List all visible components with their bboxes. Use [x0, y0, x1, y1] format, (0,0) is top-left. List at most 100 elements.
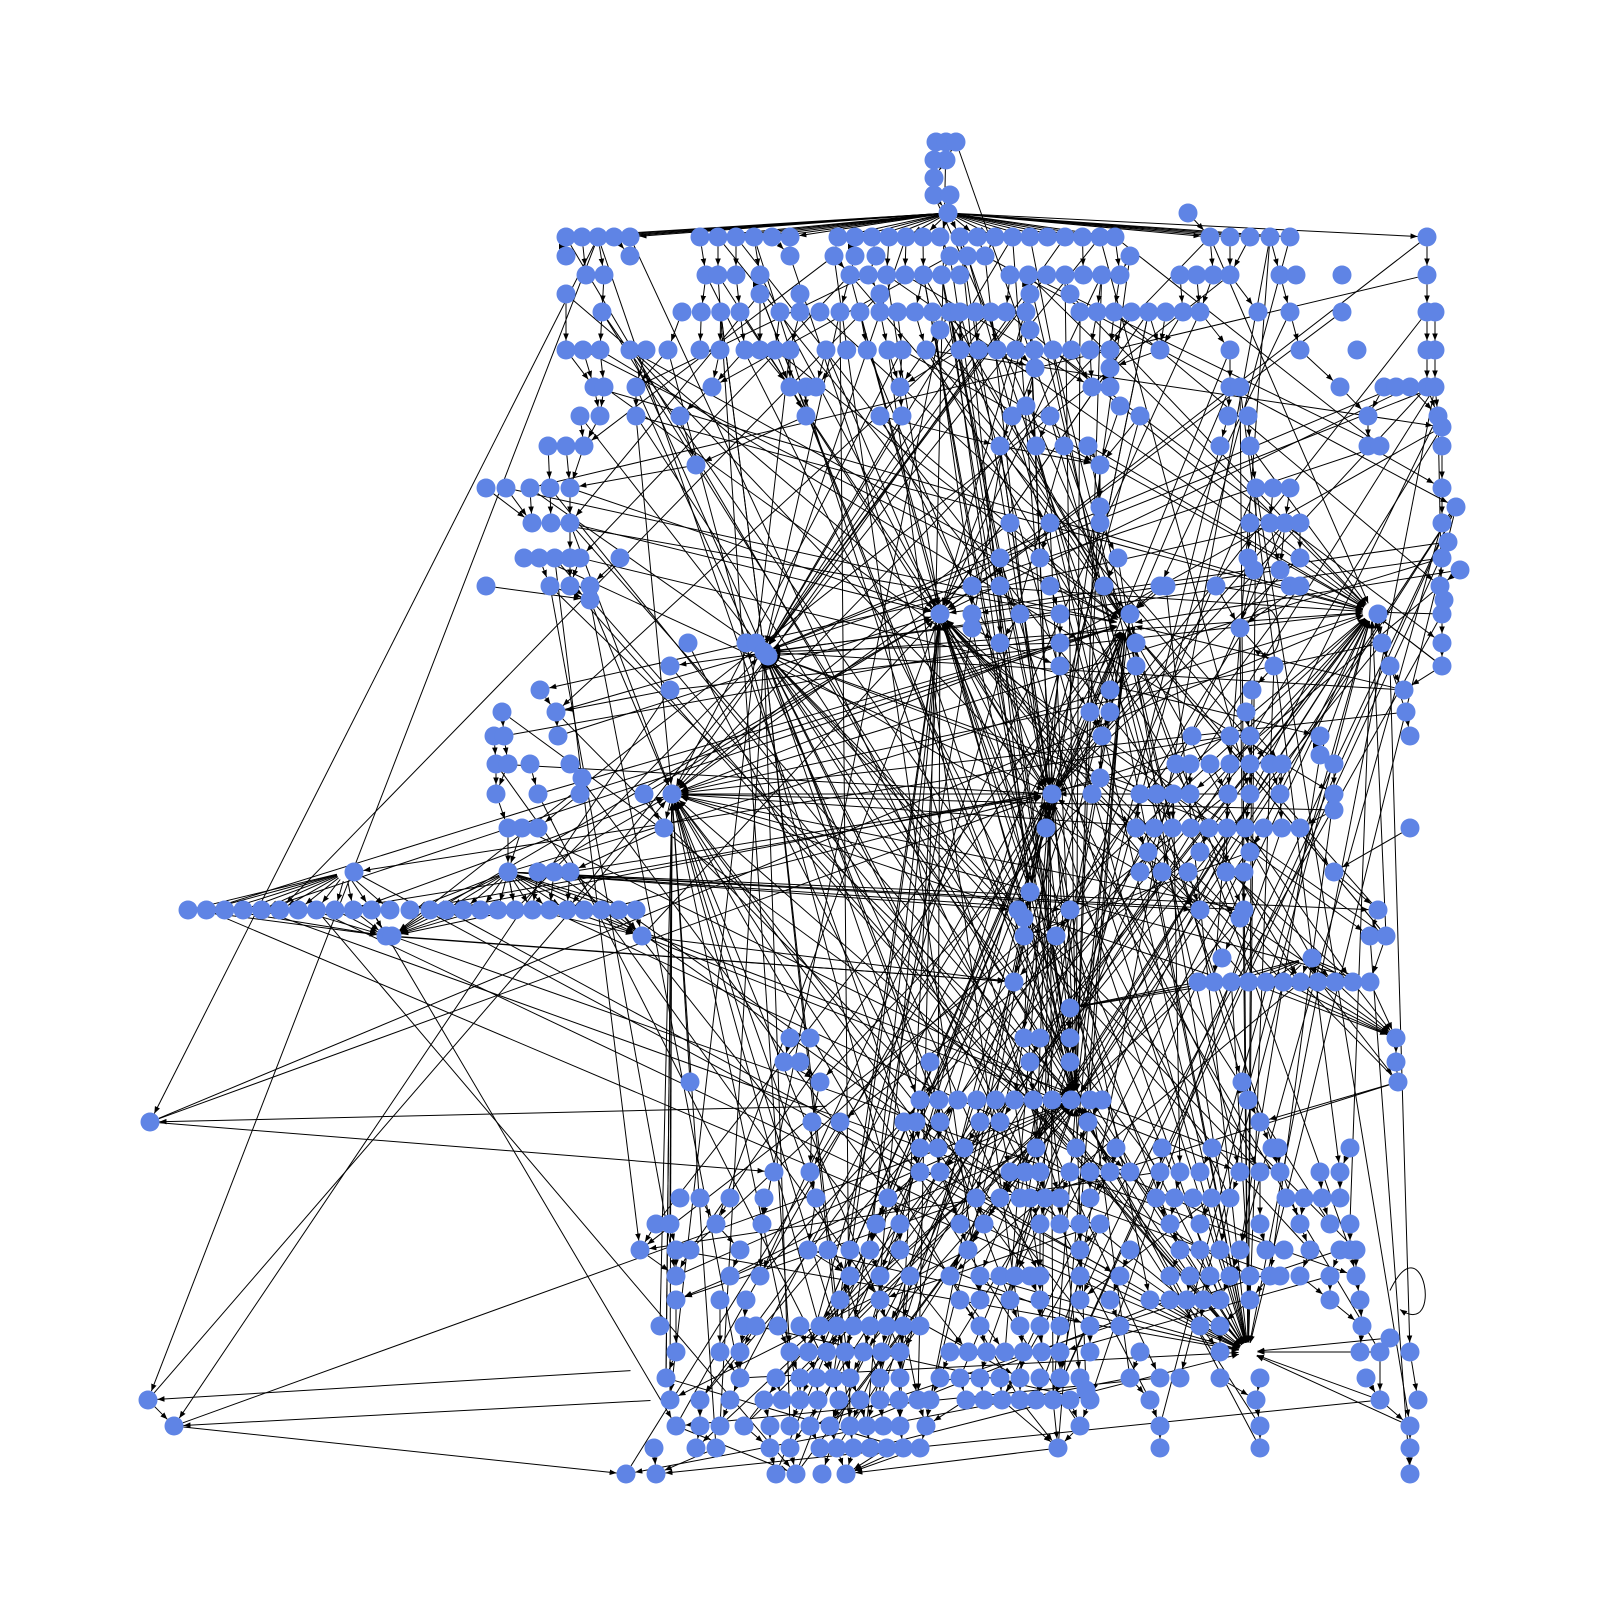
graph-node: [817, 1342, 837, 1362]
graph-node: [1178, 203, 1198, 223]
edge: [1233, 245, 1247, 267]
edge: [1209, 246, 1215, 266]
edge: [575, 300, 755, 517]
edge: [1308, 986, 1389, 1034]
graph-node: [780, 1438, 800, 1458]
graph-node: [969, 340, 989, 360]
graph-node: [544, 862, 564, 882]
graph-node: [806, 1188, 826, 1208]
graph-node: [630, 1240, 650, 1260]
edge: [1245, 634, 1269, 660]
edge: [562, 718, 933, 1094]
graph-node: [1432, 656, 1452, 676]
edge: [740, 321, 746, 341]
edge: [1199, 1309, 1205, 1317]
graph-node: [1100, 1162, 1120, 1182]
edge: [1132, 1360, 1139, 1370]
graph-node: [1010, 604, 1030, 624]
graph-node: [1090, 1214, 1110, 1234]
edge: [401, 936, 1005, 984]
edge: [677, 244, 1060, 787]
graph-node: [1438, 532, 1458, 552]
graph-node: [923, 302, 942, 322]
graph-node: [1070, 1290, 1090, 1310]
graph-node: [736, 1290, 756, 1310]
edge: [902, 246, 909, 266]
graph-node: [514, 548, 534, 568]
edge: [1098, 745, 1104, 769]
graph-node: [178, 900, 198, 920]
edge: [401, 911, 506, 936]
graph-node: [930, 604, 950, 624]
graph-node: [1100, 340, 1120, 360]
edge: [791, 321, 799, 341]
edge: [848, 1431, 854, 1439]
graph-node: [1087, 302, 1107, 322]
graph-node: [1120, 604, 1140, 624]
edge: [1151, 1408, 1158, 1418]
graph-node: [830, 302, 850, 322]
graph-node: [1050, 604, 1070, 624]
graph-node: [538, 436, 558, 456]
graph-node: [1210, 1368, 1230, 1388]
graph-node: [836, 1464, 856, 1484]
edge: [754, 246, 761, 266]
graph-node: [790, 302, 810, 322]
graph-node: [870, 1368, 890, 1388]
edge: [153, 245, 595, 1114]
graph-node: [780, 340, 800, 360]
graph-node: [1163, 784, 1183, 804]
graph-node: [1040, 576, 1060, 596]
graph-node: [1030, 1290, 1050, 1310]
edge: [1229, 880, 1241, 902]
edge: [946, 1154, 958, 1166]
edge: [1257, 497, 1411, 1417]
edge: [807, 1131, 814, 1163]
graph-node: [996, 302, 1016, 322]
graph-node: [870, 1290, 890, 1310]
graph-node: [1061, 340, 1081, 360]
graph-node: [686, 1438, 706, 1458]
graph-node: [950, 1290, 970, 1310]
graph-node: [1140, 1390, 1160, 1410]
graph-node: [1300, 1240, 1320, 1260]
graph-node: [1110, 265, 1130, 285]
edge: [935, 350, 1433, 428]
graph-node: [762, 227, 782, 247]
graph-node: [656, 1368, 676, 1388]
graph-node: [1106, 1138, 1126, 1158]
edge: [1332, 1258, 1339, 1268]
graph-node: [790, 284, 810, 304]
edge: [624, 916, 637, 930]
edge: [1082, 1408, 1089, 1418]
graph-node: [750, 265, 770, 285]
graph-node: [486, 784, 506, 804]
edge: [454, 914, 1112, 1272]
graph-node: [1324, 754, 1344, 774]
graph-node: [780, 246, 800, 266]
graph-node: [666, 1240, 686, 1260]
graph-node: [1394, 680, 1414, 700]
graph-node: [1294, 1188, 1314, 1208]
graph-node: [252, 900, 271, 920]
graph-node: [1020, 882, 1040, 902]
edge: [899, 1335, 905, 1343]
edge: [871, 258, 877, 267]
graph-node: [1260, 513, 1280, 533]
edge: [871, 1258, 878, 1268]
graph-node: [858, 265, 878, 285]
graph-node: [1026, 1390, 1046, 1410]
graph-node: [556, 246, 576, 266]
edge: [763, 320, 1197, 1268]
edge: [936, 1131, 943, 1139]
edge: [721, 321, 765, 643]
graph-node: [1242, 680, 1262, 700]
edge: [1129, 623, 1136, 634]
graph-node: [1290, 513, 1310, 533]
edge: [512, 879, 528, 903]
graph-node: [754, 642, 774, 662]
graph-node: [990, 1112, 1010, 1132]
graph-node: [570, 406, 590, 426]
graph-node: [1330, 1162, 1350, 1182]
edge: [924, 284, 1071, 1091]
